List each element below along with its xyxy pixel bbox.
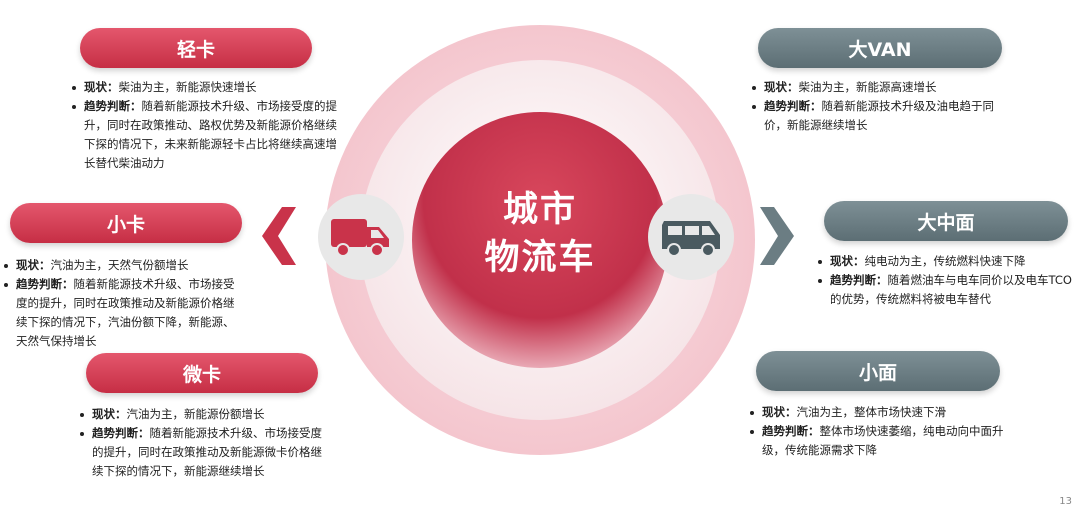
van-icon-container	[648, 194, 734, 280]
page-number: 13	[1059, 496, 1072, 507]
category-pill-large-van: 大VAN	[758, 28, 1002, 68]
truck-icon	[331, 219, 389, 257]
trend-item: 趋势判断：随着燃油车与电车同价以及电车TCO的优势，传统燃料将被电车替代	[818, 271, 1072, 309]
center-title-line1: 城市	[502, 190, 577, 230]
category-title: 大VAN	[848, 38, 912, 61]
status-item: 现状：汽油为主，新能源份额增长	[80, 405, 325, 424]
light-truck-description: 现状：柴油为主，新能源快速增长 趋势判断：随着新能源技术升级、市场接受度的提升，…	[72, 78, 340, 173]
category-title: 大中面	[917, 211, 975, 234]
truck-icon-container	[318, 194, 404, 280]
trend-item: 趋势判断：随着新能源技术升级、市场接受度的提升，同时在政策推动、路权优势及新能源…	[72, 97, 340, 173]
left-chevron	[262, 207, 296, 265]
small-truck-description: 现状：汽油为主，天然气份额增长 趋势判断：随着新能源技术升级、市场接受度的提升，…	[4, 256, 244, 351]
status-item: 现状：柴油为主，新能源快速增长	[72, 78, 340, 97]
category-pill-micro-truck: 微卡	[86, 353, 318, 393]
trend-item: 趋势判断：随着新能源技术升级、市场接受度的提升，同时在政策推动及新能源微卡价格继…	[80, 424, 325, 481]
micro-truck-description: 现状：汽油为主，新能源份额增长 趋势判断：随着新能源技术升级、市场接受度的提升，…	[80, 405, 325, 481]
trend-item: 趋势判断：随着新能源技术升级、市场接受度的提升，同时在政策推动及新能源价格继续下…	[4, 275, 244, 351]
large-van-description: 现状：柴油为主，新能源高速增长 趋势判断：随着新能源技术升级及油电趋于同价，新能…	[752, 78, 1012, 135]
trend-item: 趋势判断：随着新能源技术升级及油电趋于同价，新能源继续增长	[752, 97, 1012, 135]
category-title: 微卡	[182, 363, 221, 386]
van-icon	[662, 221, 720, 257]
status-item: 现状：纯电动为主，传统燃料快速下降	[818, 252, 1072, 271]
category-pill-light-truck: 轻卡	[80, 28, 312, 68]
center-title-line2: 物流车	[484, 238, 596, 278]
center-title: 城市 物流车	[440, 186, 640, 282]
status-item: 现状：汽油为主，天然气份额增长	[4, 256, 244, 275]
category-title: 小卡	[106, 213, 145, 236]
category-title: 小面	[858, 361, 897, 384]
category-title: 轻卡	[176, 38, 215, 61]
right-chevron	[760, 207, 794, 265]
inner-core	[412, 112, 668, 368]
status-item: 现状：汽油为主，整体市场快速下滑	[750, 403, 1012, 422]
category-pill-mid-minivan: 大中面	[824, 201, 1068, 241]
mini-van-description: 现状：汽油为主，整体市场快速下滑 趋势判断：整体市场快速萎缩，纯电动向中面升级，…	[750, 403, 1012, 460]
status-item: 现状：柴油为主，新能源高速增长	[752, 78, 1012, 97]
category-pill-small-truck: 小卡	[10, 203, 242, 243]
mid-minivan-description: 现状：纯电动为主，传统燃料快速下降 趋势判断：随着燃油车与电车同价以及电车TCO…	[818, 252, 1072, 309]
trend-item: 趋势判断：整体市场快速萎缩，纯电动向中面升级，传统能源需求下降	[750, 422, 1012, 460]
category-pill-mini-van: 小面	[756, 351, 1000, 391]
